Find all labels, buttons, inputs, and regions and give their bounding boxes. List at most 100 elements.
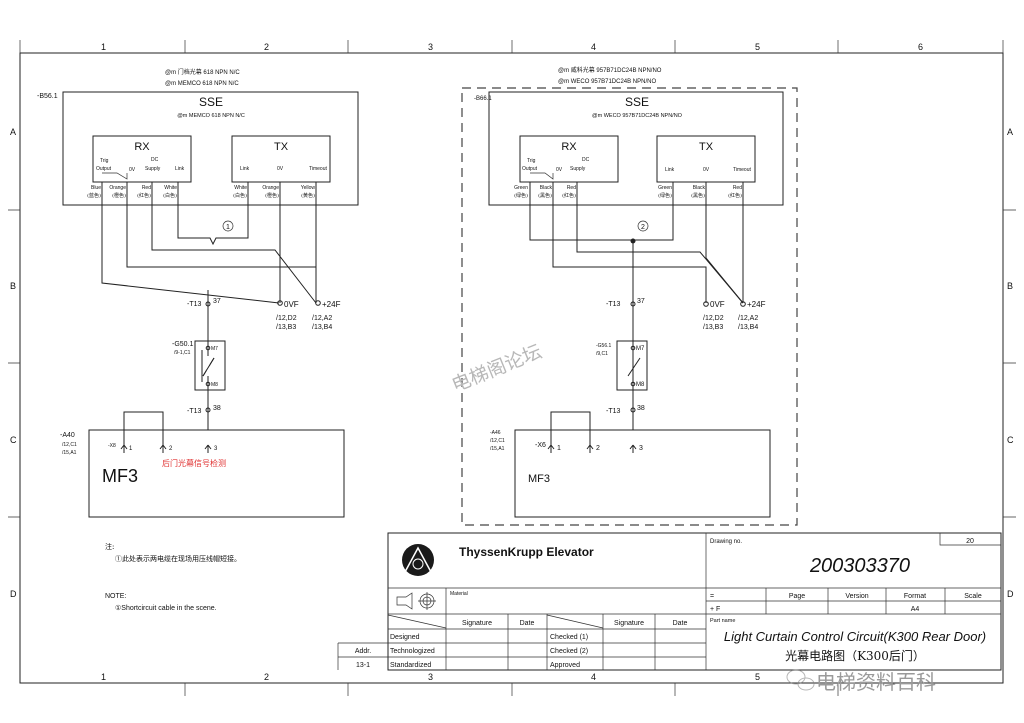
label: Date — [673, 620, 688, 627]
right-header-en: @m WECO 957B71DC24B NPN/NO — [558, 79, 656, 85]
label: Approved — [550, 662, 580, 669]
bottom-watermark: 电梯资料百科 — [816, 670, 936, 694]
company-logo — [402, 544, 434, 576]
label: /12,A2 — [738, 315, 758, 322]
label: (橙色) — [112, 192, 126, 199]
col-label: 6 — [918, 42, 923, 52]
label: /12,C1 — [490, 438, 505, 444]
label: Trig — [527, 158, 536, 164]
terminal-label: -T13 — [187, 408, 202, 415]
label: /15,A1 — [62, 450, 77, 456]
label: /12,D2 — [276, 315, 297, 322]
left-tx-box — [231, 135, 331, 183]
left-tx-title: TX — [274, 141, 289, 153]
ovf-label: 0VF — [284, 300, 299, 309]
label: Addr. — [355, 648, 371, 655]
label: (黄色) — [301, 192, 315, 199]
rx-label: Trig — [100, 158, 109, 164]
col-label: 2 — [264, 42, 269, 52]
right-circuit: @m 威科光幕 957B71DC24B NPN/NO @m WECO 957B7… — [461, 66, 798, 526]
left-header-cn: @m 门档光幕 618 NPN N/C — [165, 68, 240, 76]
part-name-cn: 光幕电路图（K300后门） — [785, 648, 925, 663]
part-name-en: Light Curtain Control Circuit(K300 Rear … — [724, 629, 986, 644]
left-ref: -B56.1 — [37, 93, 58, 100]
left-sse-title: SSE — [199, 95, 223, 109]
label: (橙色) — [265, 192, 279, 199]
junction-mark: 2 — [641, 224, 645, 231]
note-en: ①Shortcircuit cable in the scene. — [115, 604, 217, 612]
col-label: 3 — [428, 672, 433, 682]
label: M7 — [211, 346, 218, 352]
label: Standardized — [390, 662, 431, 669]
left-sse-sub: @m MEMCO 618 NPN N/C — [177, 113, 245, 119]
label: + F — [710, 606, 720, 613]
label: (绿色) — [514, 192, 528, 199]
label: Technologized — [390, 648, 435, 655]
rx-label: DC — [151, 157, 159, 163]
label: M7 — [636, 346, 645, 352]
module-ref: -A40 — [60, 432, 75, 439]
label: Link — [665, 167, 675, 173]
label: Version — [845, 593, 868, 600]
right-tx-title: TX — [699, 141, 714, 153]
label: 37 — [637, 298, 645, 305]
right-sse-box — [488, 91, 784, 206]
note-cn: ①此处表示两电缆在现场用压线帽短接。 — [115, 554, 241, 563]
drawing-frame — [19, 52, 1004, 684]
right-sse-sub: @m WECO 957B71DC24B NPN/NO — [592, 113, 683, 119]
label: -A46 — [490, 430, 501, 436]
left-mf3-label: MF3 — [102, 466, 138, 486]
left-wire-labels: Blue(蓝色) Orange(橙色) Red(红色) White(白色) Wh… — [87, 185, 315, 199]
label: M8 — [636, 382, 645, 388]
label: /9,C1 — [596, 351, 608, 357]
row-label: D — [10, 589, 17, 599]
company-name: ThyssenKrupp Elevator — [459, 545, 594, 559]
label: /12,A2 — [312, 315, 332, 322]
label: (白色) — [163, 192, 177, 199]
col-label: 1 — [101, 672, 106, 682]
label: /13,B3 — [276, 324, 296, 331]
rx-label: 0V — [129, 167, 136, 173]
row-label: D — [1007, 589, 1014, 599]
label: M8 — [211, 382, 218, 388]
wechat-icon — [786, 669, 815, 691]
label: Black — [540, 185, 553, 191]
label: /9-1,C1 — [174, 350, 191, 356]
label: = — [710, 593, 714, 600]
col-label: 5 — [755, 672, 760, 682]
right-ref: -B66.1 — [474, 96, 492, 102]
row-label: C — [10, 435, 17, 445]
label: Green — [658, 185, 672, 191]
label: Drawing no. — [710, 539, 742, 545]
label: Red — [733, 185, 742, 191]
label: 1 — [129, 446, 133, 452]
label: Format — [904, 593, 926, 600]
notes: 注: ①此处表示两电缆在现场用压线帽短接。 NOTE: ①Shortcircui… — [105, 542, 241, 612]
left-circuit: @m 门档光幕 618 NPN N/C @m MEMCO 618 NPN N/C… — [37, 68, 359, 518]
tx-label: Timeout — [309, 166, 327, 172]
label: 0V — [703, 167, 710, 173]
label: -T13 — [606, 301, 621, 308]
label: Output — [522, 166, 538, 172]
label: White — [234, 185, 247, 191]
label: Red — [142, 185, 151, 191]
label: Scale — [964, 593, 982, 600]
label: /12,C1 — [62, 442, 77, 448]
label: Designed — [390, 634, 420, 641]
rx-label: Link — [175, 166, 185, 172]
right-sse-title: SSE — [625, 95, 649, 109]
title-block: ThyssenKrupp Elevator Material Signature… — [337, 532, 1002, 671]
row-label: B — [1007, 281, 1013, 291]
tx-label: 0V — [277, 166, 284, 172]
label: -X8 — [108, 443, 116, 449]
label: 3 — [214, 446, 218, 452]
label: 38 — [637, 405, 645, 412]
label: White — [164, 185, 177, 191]
label: 2 — [596, 445, 600, 452]
label: 0VF — [710, 300, 725, 309]
label: /13,B4 — [312, 324, 332, 331]
sheet-number: 20 — [966, 538, 974, 545]
label: (红色) — [562, 192, 576, 199]
tx-label: Link — [240, 166, 250, 172]
